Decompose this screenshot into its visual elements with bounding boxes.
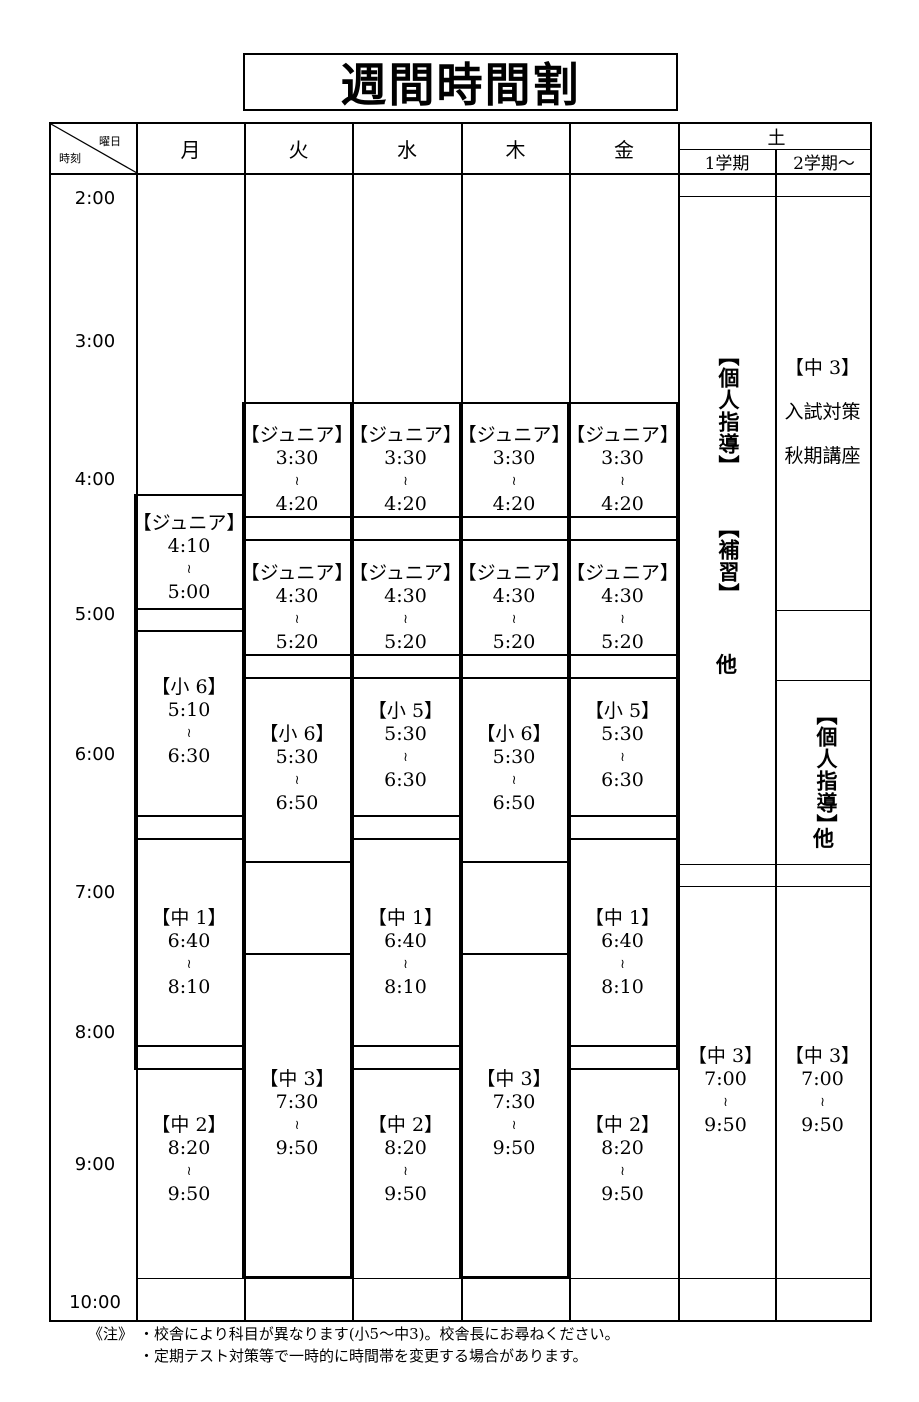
time-label: 8:00: [74, 1022, 116, 1043]
break-block: [459, 516, 569, 541]
time-label: 5:00: [74, 604, 116, 625]
day-tue: 火: [288, 138, 309, 162]
time-label: 6:00: [74, 744, 116, 765]
note-line-1: ・校舎により科目が異なります(小5～中3)。校舎長にお尋ねください。: [139, 1325, 620, 1343]
class-label-thu-c3: 【中 3】7:30≀9:50: [476, 1068, 552, 1159]
break-block: [242, 516, 352, 541]
notes-prefix: 《注》: [88, 1325, 134, 1343]
timetable-grid: 曜日 時刻 月 火 水 木 金 土 1学期 2学期～ 2:00 3:00 4:0…: [49, 122, 872, 1322]
break-block: [567, 516, 678, 541]
class-label-sat1-c3: 【中 3】7:00≀9:50: [687, 1045, 764, 1136]
class-label-wed-s5: 【小 5】5:30≀6:30: [367, 700, 444, 791]
sat1-supplement-label: 【補習】: [716, 517, 740, 605]
page-title: 週間時間割: [243, 53, 678, 112]
break-block: [134, 608, 244, 632]
break-block: [567, 1045, 678, 1070]
note-line-2: ・定期テスト対策等で一時的に時間帯を変更する場合があります。: [139, 1347, 588, 1365]
class-label-mon-jr: 【ジュニア】4:10≀5:00: [132, 512, 246, 603]
class-block: [459, 953, 569, 1278]
day-sat: 土: [767, 127, 786, 149]
class-label-fri-c1: 【中 1】6:40≀8:10: [584, 907, 661, 998]
sat2-autumn-course: 【中 3】 入試対策 秋期講座: [784, 357, 861, 467]
sat2-other-label: 他: [813, 827, 834, 851]
break-block: [350, 815, 461, 840]
class-label-tue-jr1: 【ジュニア】3:30≀4:20: [240, 424, 354, 515]
break-block: [567, 815, 678, 840]
time-label: 4:00: [74, 469, 116, 490]
class-label-fri-s5: 【小 5】5:30≀6:30: [584, 700, 661, 791]
day-mon: 月: [180, 138, 201, 162]
break-block: [459, 654, 569, 679]
class-label-thu-s6: 【小 6】5:30≀6:50: [476, 723, 552, 814]
class-label-fri-jr1: 【ジュニア】3:30≀4:20: [566, 424, 679, 515]
corner-diagonal: [51, 124, 137, 174]
class-label-mon-c2: 【中 2】8:20≀9:50: [151, 1114, 227, 1205]
break-block: [350, 654, 461, 679]
time-label: 3:00: [74, 331, 116, 352]
time-label: 7:00: [74, 882, 116, 903]
break-block: [134, 815, 244, 840]
class-label-wed-c2: 【中 2】8:20≀9:50: [367, 1114, 444, 1205]
sat1-individual-label: 【個人指導】: [716, 345, 740, 477]
sat-term-2: 2学期～: [793, 154, 855, 174]
break-block: [134, 1045, 244, 1070]
break-block: [242, 654, 352, 679]
class-label-tue-c3: 【中 3】7:30≀9:50: [259, 1068, 335, 1159]
break-block: [350, 1045, 461, 1070]
sat1-other-label: 他: [716, 653, 737, 677]
class-label-wed-c1: 【中 1】6:40≀8:10: [367, 907, 444, 998]
class-label-thu-jr1: 【ジュニア】3:30≀4:20: [457, 424, 571, 515]
day-wed: 水: [397, 138, 417, 162]
corner-day-label: 曜日: [99, 135, 121, 148]
break-block: [350, 516, 461, 541]
class-label-mon-s6: 【小 6】5:10≀6:30: [151, 676, 227, 767]
class-label-thu-jr2: 【ジュニア】4:30≀5:20: [457, 562, 571, 653]
class-label-mon-c1: 【中 1】6:40≀8:10: [151, 907, 227, 998]
class-label-wed-jr1: 【ジュニア】3:30≀4:20: [349, 424, 462, 515]
corner-time-label: 時刻: [59, 152, 81, 165]
class-block: [242, 953, 352, 1278]
time-label: 2:00: [74, 188, 116, 209]
class-label-tue-jr2: 【ジュニア】4:30≀5:20: [240, 562, 354, 653]
break-block: [567, 654, 678, 679]
class-label-sat2-c3: 【中 3】7:00≀9:50: [784, 1045, 861, 1136]
class-label-wed-jr2: 【ジュニア】4:30≀5:20: [349, 562, 462, 653]
class-label-tue-s6: 【小 6】5:30≀6:50: [259, 723, 335, 814]
class-label-fri-jr2: 【ジュニア】4:30≀5:20: [566, 562, 679, 653]
sat2-individual-label: 【個人指導】: [814, 704, 838, 836]
sat-term-1: 1学期: [704, 154, 750, 174]
day-thu: 木: [505, 138, 526, 162]
time-label: 10:00: [69, 1292, 121, 1313]
class-label-fri-c2: 【中 2】8:20≀9:50: [584, 1114, 661, 1205]
time-label: 9:00: [74, 1154, 116, 1175]
day-fri: 金: [614, 138, 634, 162]
